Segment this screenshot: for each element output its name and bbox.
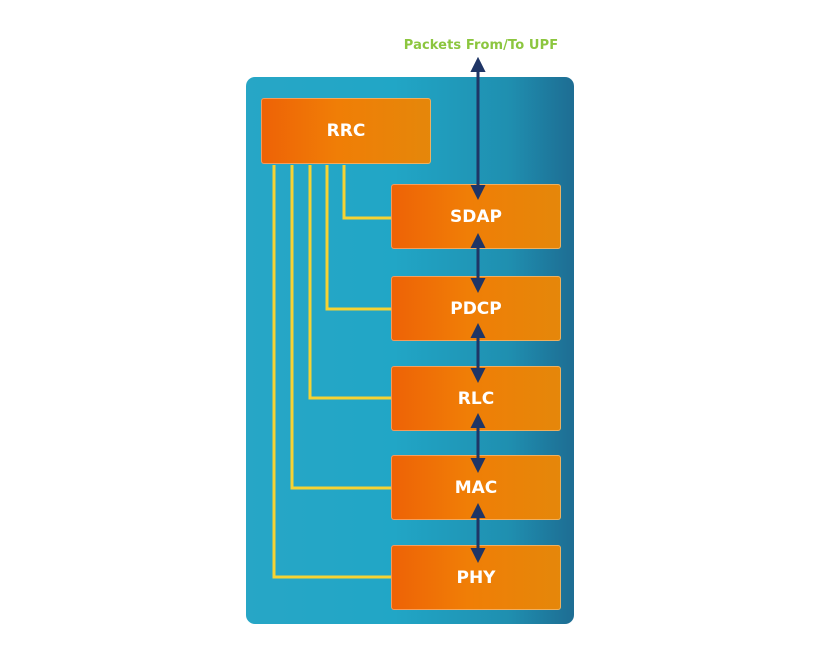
rrc-layer-box: RRC	[261, 98, 431, 164]
rrc-phy-line	[272, 165, 392, 579]
upf-packets-label: Packets From/To UPF	[403, 38, 559, 53]
rrc-mac-line	[290, 165, 392, 490]
rrc-pdcp-line	[325, 165, 392, 311]
rrc-rlc-line	[308, 165, 392, 400]
protocol-stack-panel	[246, 77, 574, 624]
rrc-sdap-line	[342, 165, 392, 220]
